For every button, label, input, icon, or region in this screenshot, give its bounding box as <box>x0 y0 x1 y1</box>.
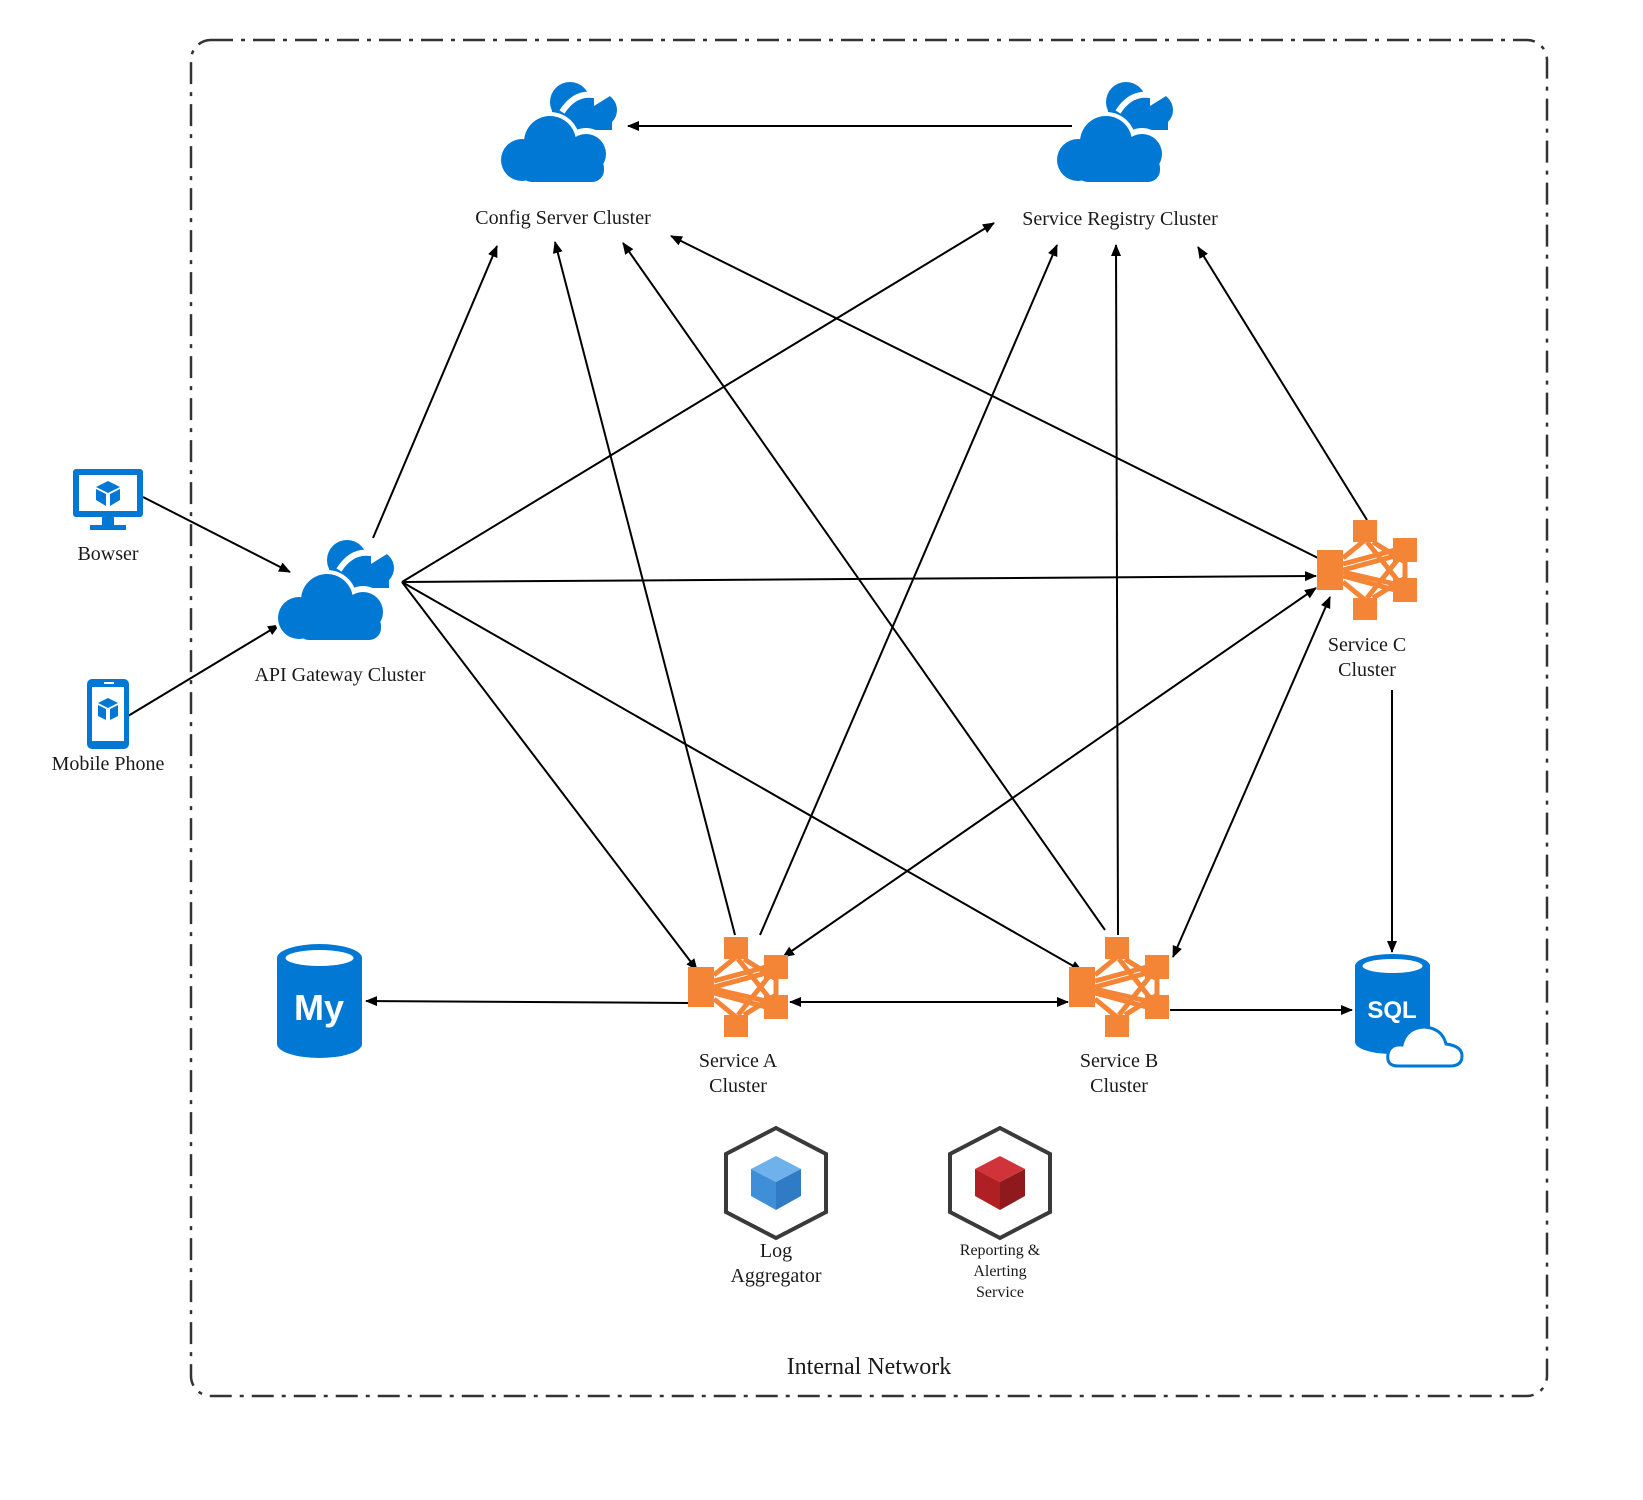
cloud-sync-icon <box>274 540 394 641</box>
edge-service-a-service-c <box>782 587 1317 958</box>
service-c-label-line2: Cluster <box>1338 659 1396 681</box>
service-c-cluster[interactable]: Service C Cluster <box>1317 520 1417 681</box>
service-b-cluster[interactable]: Service B Cluster <box>1069 937 1169 1097</box>
edge-gateway-to-registry <box>401 222 995 583</box>
edge-gateway-to-service-b <box>401 581 1083 972</box>
service-registry-cluster[interactable]: Service Registry Cluster <box>1022 82 1218 230</box>
edge-gateway-to-service-a <box>401 581 698 971</box>
api-gateway-cluster[interactable]: API Gateway Cluster <box>254 540 426 686</box>
service-a-label-line2: Cluster <box>709 1075 767 1097</box>
sql-cloud-database[interactable]: SQL <box>1355 954 1464 1068</box>
cloud-sync-icon <box>1053 82 1173 183</box>
mobile-client[interactable]: Mobile Phone <box>52 679 165 775</box>
edge-mobile-to-gateway <box>127 624 280 717</box>
edge-service-b-to-config <box>622 242 1106 931</box>
log-aggregator[interactable]: Log Aggregator <box>724 1125 828 1287</box>
reporting-alerting-service[interactable]: Reporting & Alerting Service <box>948 1125 1052 1301</box>
service-hub-icon <box>1069 937 1169 1037</box>
red-cube-icon <box>948 1125 1052 1241</box>
service-hub-icon <box>688 937 788 1037</box>
log-aggregator-label-line2: Aggregator <box>730 1265 821 1287</box>
internal-network-boundary <box>189 38 1549 1398</box>
edge-service-b-service-c <box>1172 596 1331 958</box>
reporting-label-line1: Reporting & <box>960 1242 1041 1259</box>
sql-text: SQL <box>1367 997 1416 1024</box>
connections <box>127 121 1397 1015</box>
service-registry-label: Service Registry Cluster <box>1022 208 1218 230</box>
config-server-cluster[interactable]: Config Server Cluster <box>475 82 651 229</box>
edge-service-a-to-mysql <box>365 996 691 1007</box>
reporting-label-line3: Service <box>976 1284 1024 1301</box>
service-b-label-line2: Cluster <box>1090 1075 1148 1097</box>
service-c-label-line1: Service C <box>1328 634 1406 656</box>
edge-service-c-to-registry <box>1197 246 1368 521</box>
cloud-sync-icon <box>497 82 617 183</box>
edge-service-a-to-registry <box>759 244 1058 936</box>
edge-service-c-to-config <box>670 235 1319 559</box>
service-b-label-line1: Service B <box>1080 1050 1158 1072</box>
config-server-label: Config Server Cluster <box>475 207 651 229</box>
internal-network-label: Internal Network <box>787 1354 952 1380</box>
service-a-label-line1: Service A <box>699 1050 778 1072</box>
mysql-database[interactable]: My <box>277 944 362 1058</box>
edge-browser-to-gateway <box>142 496 291 573</box>
blue-cube-icon <box>724 1125 828 1241</box>
sql-cloud-database-icon: SQL <box>1355 954 1464 1068</box>
api-gateway-label: API Gateway Cluster <box>254 664 425 686</box>
edge-service-b-to-registry <box>1111 244 1122 936</box>
service-a-cluster[interactable]: Service A Cluster <box>688 937 788 1097</box>
mysql-text: My <box>294 987 344 1028</box>
browser-label: Bowser <box>77 543 138 565</box>
monitor-icon <box>73 469 143 530</box>
phone-icon <box>87 679 129 749</box>
edge-service-a-to-config <box>552 241 736 936</box>
service-hub-icon <box>1317 520 1417 620</box>
mobile-label: Mobile Phone <box>52 753 165 775</box>
mysql-database-icon: My <box>277 944 362 1058</box>
log-aggregator-label-line1: Log <box>760 1240 792 1262</box>
reporting-label-line2: Alerting <box>973 1263 1026 1280</box>
edge-gateway-to-config <box>372 245 498 539</box>
browser-client[interactable]: Bowser <box>73 469 143 565</box>
